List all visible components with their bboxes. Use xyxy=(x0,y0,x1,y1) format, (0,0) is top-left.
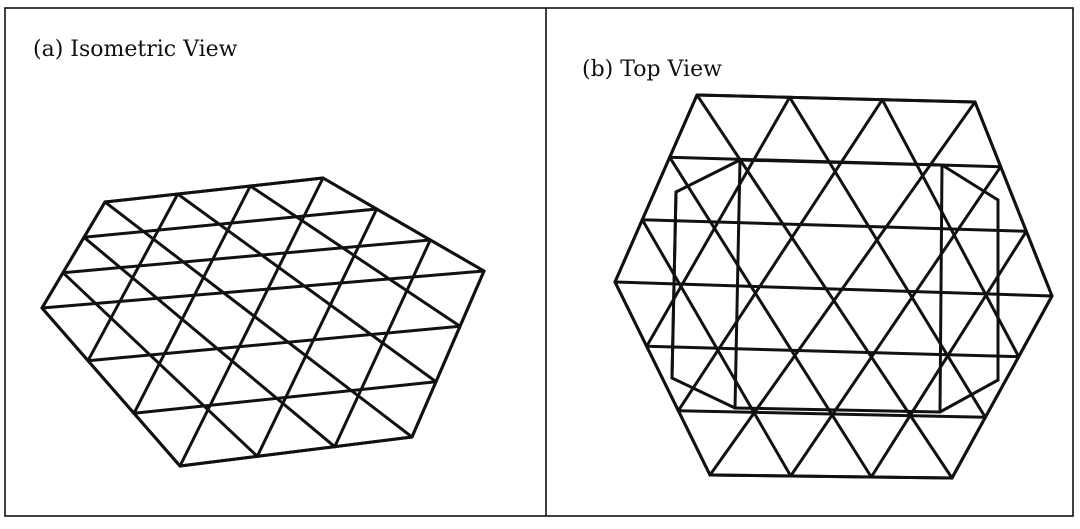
top-member-row xyxy=(613,280,1054,298)
isometric-member-row xyxy=(40,269,486,310)
top-inner-ring xyxy=(674,158,742,194)
isometric-member-diagonal xyxy=(82,235,337,449)
top-member-diagonal xyxy=(950,294,1054,480)
top-member-row xyxy=(645,344,1021,359)
figure-frame xyxy=(4,7,1074,517)
top-member-edge xyxy=(695,93,977,104)
top-member-diagonal xyxy=(613,93,699,284)
isometric-member-diagonal xyxy=(255,207,379,458)
isometric-member-diagonal xyxy=(40,200,107,310)
top-member-diagonal xyxy=(973,100,1054,298)
isometric-member-edge xyxy=(103,176,325,204)
panel-top: (b) Top View xyxy=(582,57,1054,480)
top-inner-ring xyxy=(738,158,944,167)
top-inner-ring xyxy=(733,406,942,414)
top-view-truss xyxy=(613,93,1054,480)
isometric-member-diagonal xyxy=(103,200,414,439)
isometric-member-diagonal xyxy=(333,238,432,449)
isometric-member-row xyxy=(61,238,432,275)
top-member-diagonal xyxy=(613,280,712,477)
top-member-diagonal xyxy=(880,98,1021,359)
top-inner-strut xyxy=(670,190,678,380)
top-member-diagonal xyxy=(789,165,1003,478)
isometric-member-diagonal xyxy=(321,176,486,273)
top-member-diagonal xyxy=(640,218,793,478)
isometric-member-edge xyxy=(178,435,414,468)
top-inner-strut xyxy=(733,158,742,410)
isometric-member-diagonal xyxy=(132,184,252,415)
top-inner-ring xyxy=(670,376,737,410)
isometric-member-diagonal xyxy=(176,192,438,384)
isometric-member-diagonal xyxy=(410,269,486,439)
top-member-diagonal xyxy=(676,98,884,413)
panel-b-label: (b) Top View xyxy=(582,57,722,82)
top-member-edge xyxy=(708,473,954,480)
isometric-truss xyxy=(40,176,486,468)
top-inner-ring xyxy=(938,378,1000,414)
isometric-member-diagonal xyxy=(61,271,259,458)
top-member-diagonal xyxy=(788,95,987,419)
panel-isometric: (a) Isometric View xyxy=(33,37,486,468)
top-inner-strut xyxy=(938,163,944,414)
top-member-row xyxy=(640,218,1028,233)
top-member-diagonal xyxy=(645,95,792,348)
top-inner-ring xyxy=(940,163,1000,202)
top-member-diagonal xyxy=(668,155,873,479)
isometric-member-diagonal xyxy=(40,306,182,468)
panel-a-label: (a) Isometric View xyxy=(33,37,238,62)
top-member-diagonal xyxy=(869,229,1028,479)
isometric-member-diagonal xyxy=(178,176,325,468)
